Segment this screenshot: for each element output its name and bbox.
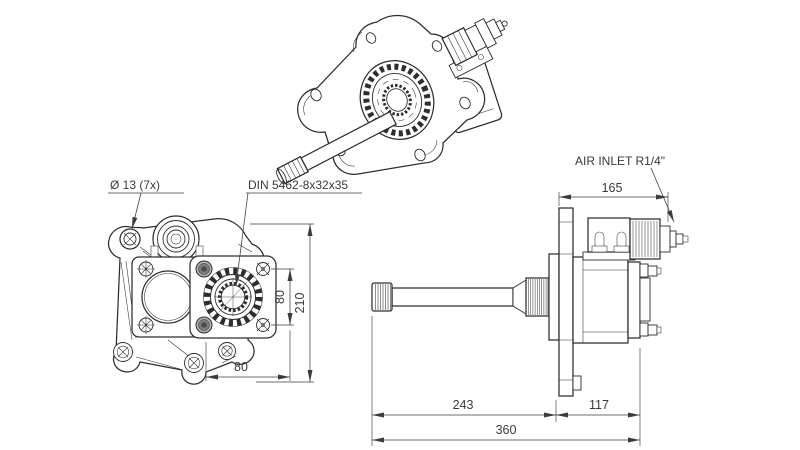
side-air-fitting xyxy=(669,230,689,248)
iso-flange-holes xyxy=(310,32,471,162)
side-air-cylinder xyxy=(582,217,689,261)
front-view-labels: Ø 13 (7x) DIN 5462-8x32x35 xyxy=(108,178,362,287)
front-bearing-boss xyxy=(150,215,204,263)
isometric-view xyxy=(276,14,508,185)
front-view-dimensions: 80 210 80 xyxy=(205,223,314,383)
front-gear-hub xyxy=(203,267,263,327)
dim-flange-holes-horizontal: 80 xyxy=(234,360,248,374)
side-shaft xyxy=(371,277,550,317)
label-spline-standard: DIN 5462-8x32x35 xyxy=(248,178,348,192)
front-flange-screw xyxy=(195,260,213,278)
side-rear-bolt xyxy=(639,263,662,278)
side-clevis-tab xyxy=(591,231,608,253)
front-flange-screw xyxy=(195,316,213,334)
front-hole-top-left xyxy=(119,228,141,250)
dim-shaft-to-flange: 243 xyxy=(453,398,474,412)
side-view-dimensions: 165 243 117 360 xyxy=(371,181,669,446)
side-clevis-tab xyxy=(613,231,630,253)
dim-flange-holes-vertical: 80 xyxy=(273,290,287,304)
label-bolt-holes: Ø 13 (7x) xyxy=(110,178,160,192)
dim-overall-height: 210 xyxy=(293,293,307,314)
side-view-labels: AIR INLET R1/4" xyxy=(575,154,675,223)
side-rear-bolt xyxy=(639,322,662,337)
side-housing xyxy=(572,256,662,344)
side-mounting-flange xyxy=(548,207,582,397)
dim-overall-length: 360 xyxy=(496,423,517,437)
front-plate-hole xyxy=(137,316,155,334)
front-hole-bottom xyxy=(113,342,133,362)
side-shaft-spline-tip xyxy=(371,282,393,312)
dim-upper-length: 165 xyxy=(602,181,623,195)
front-flange-hole xyxy=(256,262,270,276)
iso-shaft xyxy=(276,110,398,185)
iso-actuator xyxy=(441,18,508,79)
front-flange-hole xyxy=(256,318,270,332)
front-view: Ø 13 (7x) DIN 5462-8x32x35 80 210 80 xyxy=(107,178,362,385)
front-hole-bottom xyxy=(218,342,236,360)
front-plate-hole xyxy=(137,260,155,278)
side-view: AIR INLET R1/4" 165 243 117 360 xyxy=(371,154,689,446)
label-air-inlet: AIR INLET R1/4" xyxy=(575,154,665,168)
front-hole-bottom xyxy=(184,353,204,373)
dim-flange-to-rear: 117 xyxy=(589,398,609,412)
